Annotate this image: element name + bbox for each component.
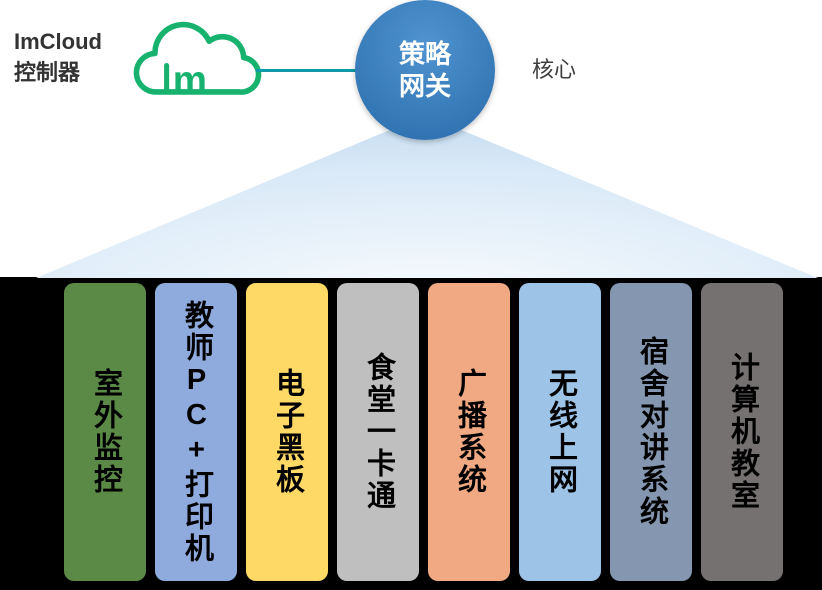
- imcloud-subtitle: 控制器: [14, 60, 81, 85]
- pillar-row: 室外监控 教师PC+打印机 电子黑板 食堂一卡通 广播系统 无线上网 宿舍对讲系…: [64, 283, 783, 581]
- pillar-computer-classroom: 计算机教室: [701, 283, 783, 581]
- pillar-broadcast-system: 广播系统: [428, 283, 510, 581]
- imcloud-controller-label: ImCloud 控制器: [14, 26, 102, 88]
- pillar-electronic-blackboard: 电子黑板: [246, 283, 328, 581]
- core-label: 核心: [532, 57, 577, 82]
- pillar-label: 食堂一卡通: [362, 352, 395, 512]
- policy-gateway-node: 策略 网关: [355, 0, 495, 140]
- gateway-label-line1: 策略: [398, 39, 451, 69]
- pillar-canteen-card-system: 食堂一卡通: [337, 283, 419, 581]
- imcloud-title: ImCloud: [14, 29, 102, 54]
- pillar-wireless-internet: 无线上网: [519, 283, 601, 581]
- pillar-teacher-pc-printer: 教师PC+打印机: [155, 283, 237, 581]
- pillar-label: 广播系统: [453, 368, 486, 496]
- imcloud-cloud-icon: m: [120, 6, 272, 114]
- pillar-dorm-intercom-system: 宿舍对讲系统: [610, 283, 692, 581]
- cloud-to-gateway-connector-line: [256, 69, 358, 72]
- pillar-label: 无线上网: [544, 368, 577, 496]
- pillar-label: 计算机教室: [726, 352, 759, 512]
- pillar-label: 室外监控: [89, 368, 122, 496]
- svg-text:m: m: [173, 59, 207, 102]
- gateway-label-line2: 网关: [398, 71, 451, 101]
- pillar-outdoor-monitoring: 室外监控: [64, 283, 146, 581]
- pillar-label: 电子黑板: [271, 368, 304, 496]
- pillar-label: 教师PC+打印机: [180, 299, 213, 565]
- pillar-label: 宿舍对讲系统: [635, 336, 668, 528]
